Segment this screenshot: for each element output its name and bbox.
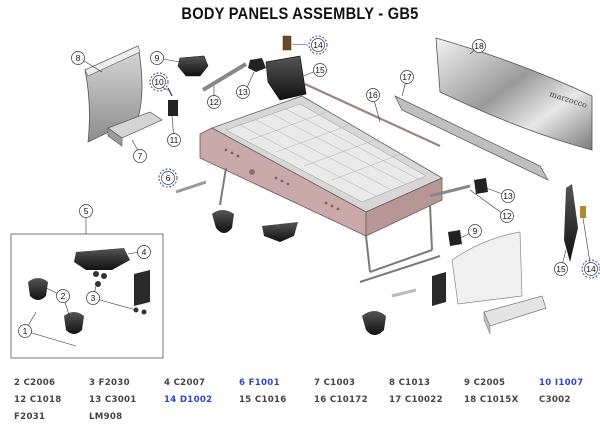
foot-bottom: [362, 311, 386, 335]
callout-16[interactable]: 16: [366, 88, 380, 102]
legend-item[interactable]: 16 C10172: [314, 395, 368, 405]
foot-left: [212, 210, 234, 233]
svg-text:11: 11: [170, 135, 179, 145]
knob-13-top: [248, 58, 266, 72]
svg-text:17: 17: [402, 72, 412, 82]
legend-item[interactable]: 7 C1003: [314, 378, 356, 388]
exploded-view-diagram: marzocco: [10, 35, 600, 359]
svg-text:14: 14: [313, 40, 323, 50]
strip-16: [304, 83, 441, 147]
detail-inset-box: [10, 233, 164, 359]
svg-text:9: 9: [473, 226, 478, 236]
legend-item[interactable]: 8 C1013: [389, 378, 431, 388]
inset-part-4-bracket: [134, 270, 150, 306]
knob-9-right: [448, 230, 462, 246]
callout-15-right[interactable]: 15: [554, 262, 568, 276]
inset-part-2-knob-b: [64, 312, 84, 334]
callout-12-right[interactable]: 12: [500, 209, 514, 223]
svg-text:14: 14: [586, 264, 596, 274]
callout-14-top[interactable]: 14: [308, 35, 328, 55]
knob-13-right: [474, 178, 488, 194]
svg-text:8: 8: [76, 53, 81, 63]
svg-text:16: 16: [368, 90, 378, 100]
callout-7[interactable]: 7: [133, 149, 147, 163]
callout-4[interactable]: 4: [137, 245, 151, 259]
svg-text:6: 6: [166, 173, 171, 183]
legend-item-highlighted[interactable]: 14 D1002: [164, 395, 213, 405]
foot-center: [262, 222, 298, 242]
strip-12-right: [429, 184, 471, 198]
svg-text:10: 10: [154, 77, 164, 87]
inset-part-3-washers: [93, 271, 147, 315]
callout-15-top[interactable]: 15: [313, 63, 327, 77]
bar-6: [175, 180, 207, 194]
svg-text:12: 12: [502, 211, 512, 221]
legend-item[interactable]: 15 C1016: [239, 395, 287, 405]
machine-body: [199, 95, 443, 283]
callout-5[interactable]: 5: [79, 204, 93, 218]
callouts: 8 9 10 11 7 12 13 14 15 16 17 18 6 13 12…: [18, 35, 600, 338]
legend-item[interactable]: 4 C2007: [164, 378, 206, 388]
bar-bottom: [391, 288, 417, 298]
wing-panel: [451, 231, 523, 305]
callout-9-right[interactable]: 9: [468, 224, 482, 238]
callout-17[interactable]: 17: [400, 70, 414, 84]
callout-3[interactable]: 3: [86, 291, 100, 305]
parts-legend: 2 C2006 3 F2030 4 C2007 6 F1001 7 C1003 …: [0, 376, 600, 433]
legend-item[interactable]: 13 C3001: [89, 395, 137, 405]
legend-item[interactable]: F2031: [14, 412, 46, 422]
callout-11[interactable]: 11: [167, 133, 181, 147]
side-panel-right-18: marzocco: [435, 37, 593, 151]
svg-text:7: 7: [138, 151, 143, 161]
legend-item[interactable]: 9 C2005: [464, 378, 506, 388]
svg-text:15: 15: [315, 65, 325, 75]
clip-11: [168, 100, 178, 116]
svg-text:2: 2: [61, 291, 66, 301]
callout-1[interactable]: 1: [18, 324, 32, 338]
callout-10[interactable]: 10: [149, 72, 169, 92]
legend-item[interactable]: 3 F2030: [89, 378, 130, 388]
svg-text:1: 1: [23, 326, 28, 336]
inset-part-4-holder: [74, 248, 130, 270]
svg-text:9: 9: [155, 53, 160, 63]
cover-15-right: [564, 184, 578, 262]
fastener-14-right: [580, 206, 586, 218]
svg-text:5: 5: [84, 206, 89, 216]
callout-12-top[interactable]: 12: [207, 95, 221, 109]
cover-15-top: [265, 55, 307, 101]
callout-8[interactable]: 8: [71, 51, 85, 65]
callout-14-right[interactable]: 14: [581, 259, 600, 279]
clip-bottom: [432, 272, 446, 306]
fastener-14-top: [282, 35, 292, 51]
svg-text:4: 4: [142, 247, 147, 257]
legend-item-highlighted[interactable]: 6 F1001: [239, 378, 280, 388]
svg-text:13: 13: [503, 191, 513, 201]
legend-item[interactable]: 18 C1015X: [464, 395, 519, 405]
callout-13-top[interactable]: 13: [236, 85, 250, 99]
svg-text:13: 13: [238, 87, 248, 97]
svg-text:12: 12: [209, 97, 219, 107]
callout-6[interactable]: 6: [158, 168, 178, 188]
svg-text:3: 3: [91, 293, 96, 303]
bracket-7: [107, 111, 163, 147]
svg-text:15: 15: [556, 264, 566, 274]
legend-item[interactable]: 17 C10022: [389, 395, 443, 405]
drip-tray: [483, 295, 547, 335]
callout-9-top[interactable]: 9: [150, 51, 164, 65]
callout-2[interactable]: 2: [56, 289, 70, 303]
legend-item[interactable]: LM908: [89, 412, 123, 422]
knob-9-top: [177, 55, 209, 77]
svg-text:18: 18: [474, 41, 484, 51]
screw-10: [167, 87, 173, 97]
legend-item-highlighted[interactable]: 10 I1007: [539, 378, 584, 388]
callout-13-right[interactable]: 13: [501, 189, 515, 203]
legend-item[interactable]: 12 C1018: [14, 395, 62, 405]
strip-12-top: [201, 62, 248, 92]
rail-17: [394, 95, 549, 181]
callout-18[interactable]: 18: [472, 39, 486, 53]
inset-part-2-knob-a: [28, 278, 48, 300]
legend-item[interactable]: C3002: [539, 395, 571, 405]
diagram-title: BODY PANELS ASSEMBLY - GB5: [181, 4, 419, 23]
legend-item[interactable]: 2 C2006: [14, 378, 56, 388]
